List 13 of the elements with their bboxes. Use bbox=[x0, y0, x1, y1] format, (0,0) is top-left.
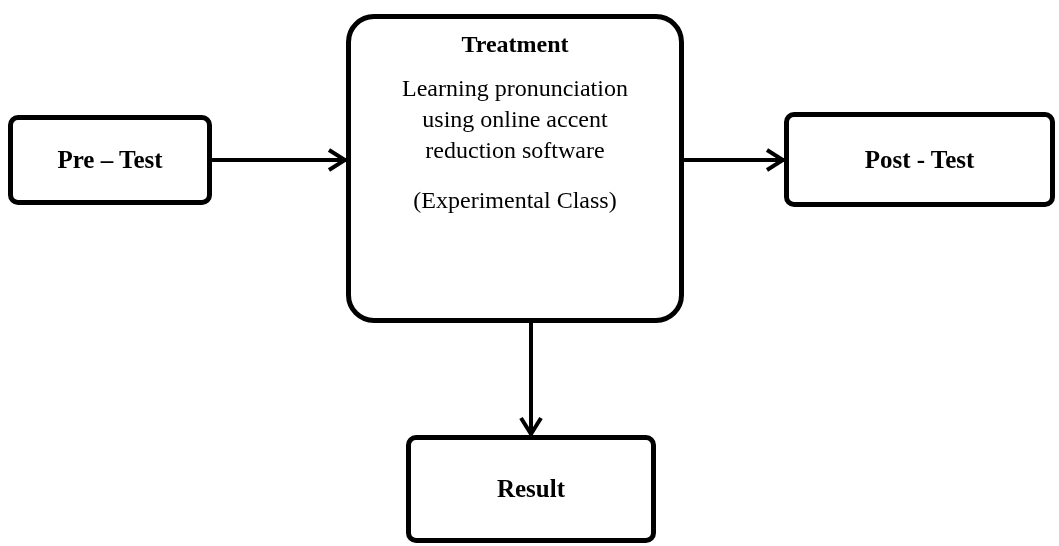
process-box bbox=[346, 14, 684, 323]
box-label: Pre – Test bbox=[57, 145, 163, 176]
box-label: Post - Test bbox=[864, 144, 975, 175]
step-box bbox=[8, 115, 212, 205]
box-note: (Experimental Class) bbox=[413, 185, 617, 215]
arrow bbox=[684, 148, 785, 172]
arrow bbox=[212, 148, 347, 172]
box-description: Learning pronunciation using online accent reduction software bbox=[401, 74, 629, 166]
box-heading: Treatment bbox=[461, 30, 569, 59]
arrow bbox=[519, 323, 543, 436]
box-label: Result bbox=[496, 474, 566, 505]
step-box bbox=[784, 112, 1055, 207]
step-box bbox=[406, 435, 656, 543]
